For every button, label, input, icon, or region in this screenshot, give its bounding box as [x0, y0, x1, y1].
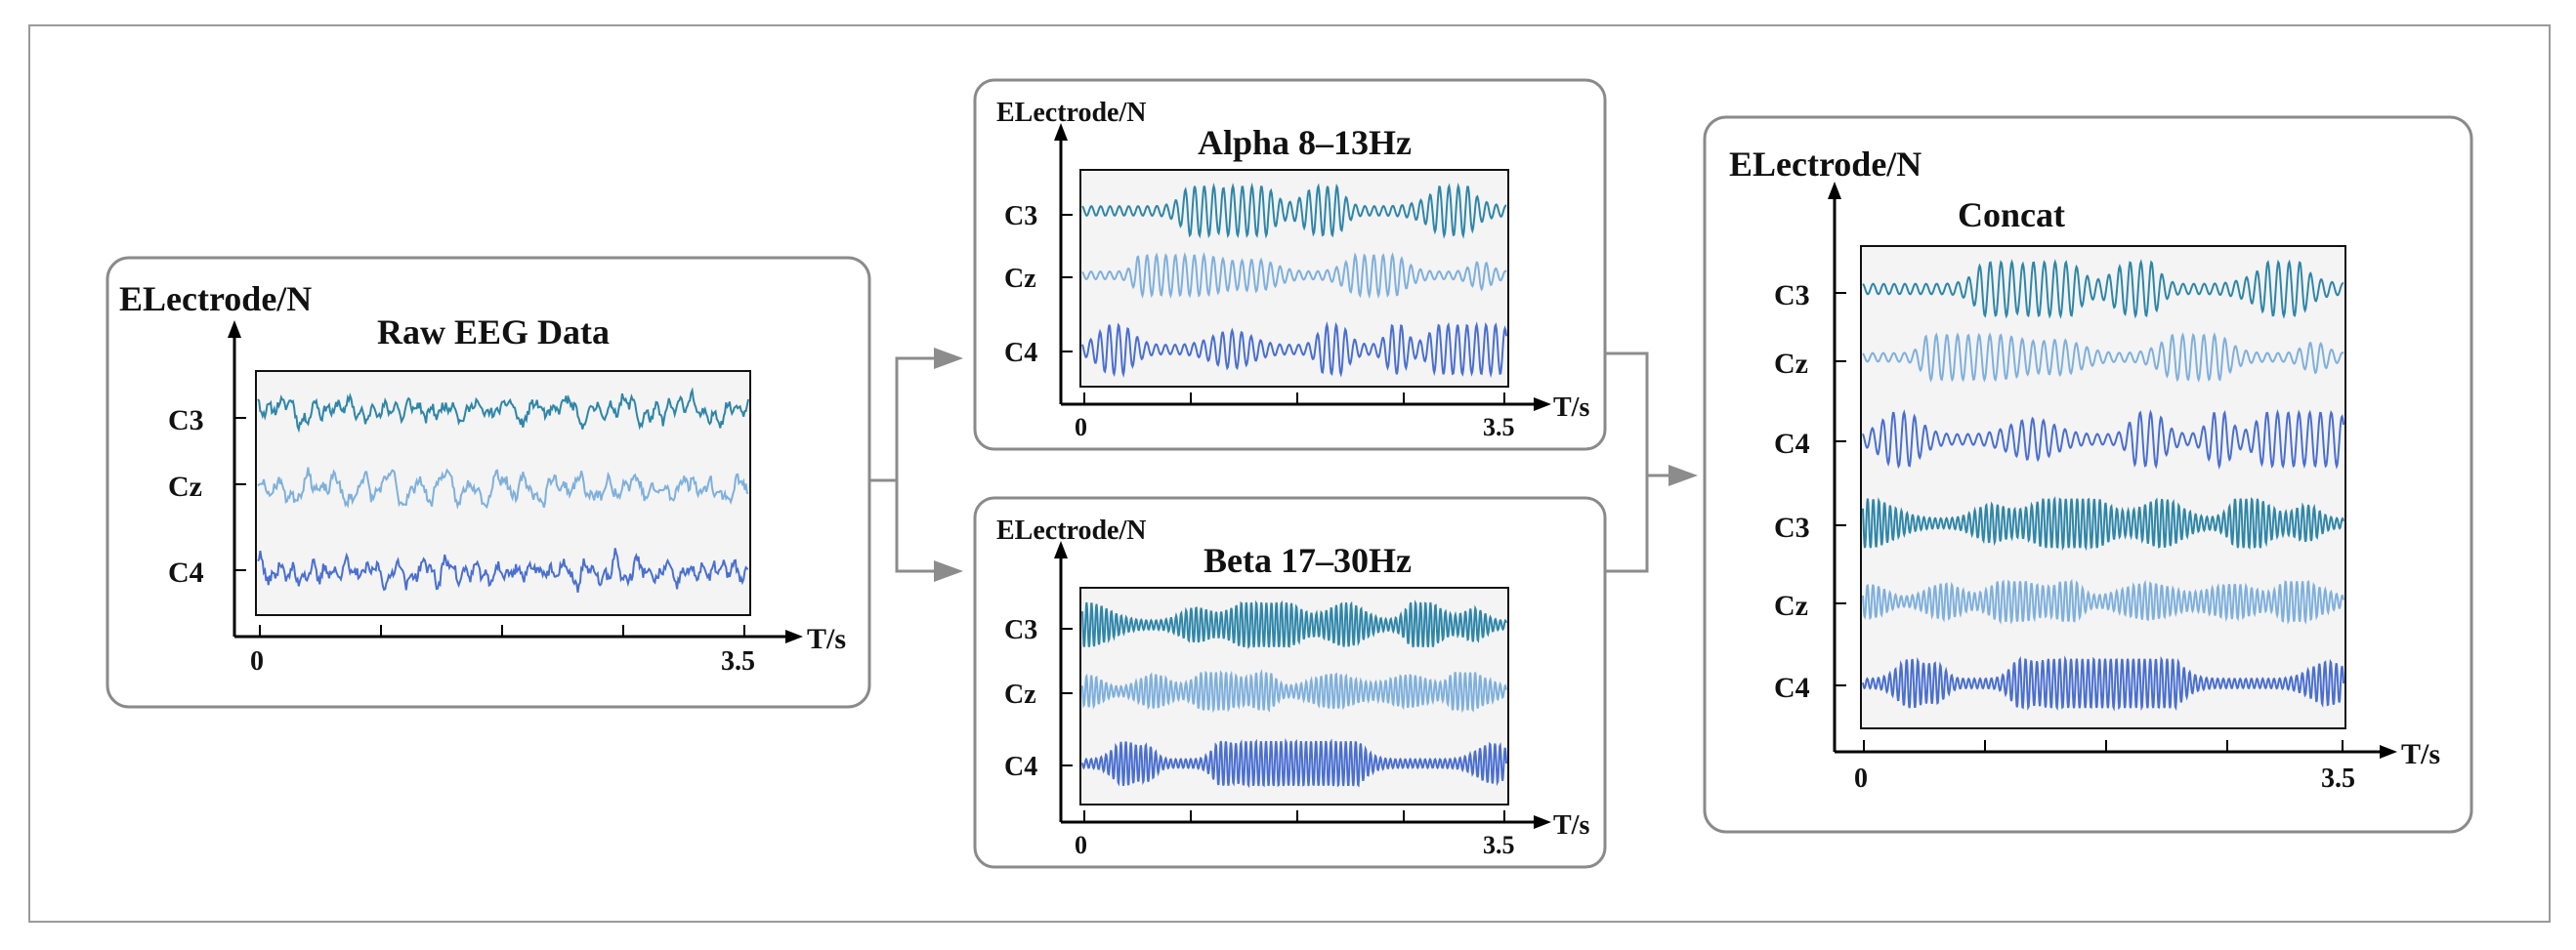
panel-concat-y-arrowhead [1828, 182, 1841, 199]
panel-concat-plot-area [1860, 245, 2346, 729]
panel-beta-title: Beta 17–30Hz [1204, 541, 1412, 580]
panel-alpha-title: Alpha 8–13Hz [1198, 123, 1412, 162]
wave-beta-c4 [1081, 737, 1507, 789]
panel-beta-y-ticks [1061, 628, 1073, 766]
panel-alpha-x-arrowhead [1534, 397, 1551, 411]
panel-concat-channel-label: C4 [1774, 672, 1810, 704]
panel-raw-channel-label: C4 [168, 557, 204, 589]
panel-beta-x-axis-label: T/s [1553, 810, 1589, 841]
merge-connector [1605, 351, 1670, 573]
split-connector [869, 356, 936, 573]
panel-raw-waves [257, 387, 749, 594]
panel-beta-x-ticks [1083, 810, 1505, 822]
panel-concat-x-ticks [1863, 740, 2344, 752]
wave-concat-beta-c4 [1862, 655, 2344, 712]
panel-concat-x-tick-label: 0 [1854, 764, 1868, 794]
panel-alpha-x-tick-label: 3.5 [1483, 413, 1515, 441]
wave-concat-alpha-cz [1862, 332, 2344, 383]
panel-raw-x-tick-label: 0 [250, 646, 264, 677]
wave-concat-alpha-c4 [1862, 409, 2344, 470]
panel-raw-channel-label: C3 [168, 404, 204, 436]
panel-concat-channel-label: C3 [1774, 279, 1810, 311]
wave-raw-c4 [257, 548, 749, 594]
panel-beta-y-arrowhead [1054, 541, 1068, 558]
panel-beta-channel-label: C4 [1004, 752, 1037, 782]
wave-concat-alpha-c3 [1862, 259, 2344, 319]
panel-beta-channel-label: Cz [1004, 680, 1036, 710]
panel-concat-y-ticks [1835, 292, 1846, 686]
wave-alpha-c3 [1081, 182, 1507, 239]
panel-concat: ELectrode/N Concat C3 Cz C4 C3 Cz C4 0 3… [1703, 115, 2473, 834]
wave-concat-beta-c3 [1862, 496, 2344, 552]
panel-alpha-channel-label: C3 [1004, 201, 1037, 231]
arrow-to-concat-icon [1668, 465, 1698, 486]
panel-beta-x-tick-label: 3.5 [1483, 831, 1515, 859]
panel-raw-channel-label: Cz [168, 471, 202, 503]
panel-concat-x-tick-label: 3.5 [2321, 764, 2355, 794]
panel-raw-y-ticks [234, 417, 246, 571]
arrow-to-alpha-icon [934, 348, 963, 369]
panel-raw-y-arrowhead [228, 320, 241, 338]
panel-raw: ELectrode/N Raw EEG Data C3 Cz C4 0 3.5 … [106, 256, 871, 709]
panel-alpha-x-axis-label: T/s [1553, 392, 1589, 423]
panel-concat-y-axis-label: ELectrode/N [1729, 145, 1921, 184]
panel-alpha-channel-label: C4 [1004, 338, 1037, 368]
panel-alpha: ELectrode/N Alpha 8–13Hz C3 Cz C4 0 3.5 … [973, 78, 1607, 451]
panel-concat-channel-label: Cz [1774, 590, 1808, 622]
panel-alpha-y-ticks [1061, 214, 1073, 352]
arrow-to-beta-icon [934, 560, 963, 582]
panel-concat-channel-label: C4 [1774, 428, 1810, 460]
connectors [869, 351, 1670, 573]
panel-concat-x-axis-label: T/s [2401, 738, 2440, 770]
wave-raw-cz [257, 467, 749, 511]
wave-beta-cz [1081, 668, 1507, 714]
panel-concat-x-arrowhead [2380, 745, 2397, 759]
panel-concat-channel-label: Cz [1774, 348, 1808, 380]
panel-alpha-channel-label: Cz [1004, 264, 1036, 294]
arrowheads [934, 348, 1698, 582]
wave-alpha-cz [1081, 251, 1507, 300]
panel-alpha-y-axis-label: ELectrode/N [996, 98, 1146, 128]
panel-beta-channel-label: C3 [1004, 615, 1037, 645]
wave-raw-c3 [257, 387, 749, 434]
wave-beta-c3 [1081, 599, 1507, 649]
panel-beta-x-arrowhead [1534, 815, 1551, 829]
panel-beta: ELectrode/N Beta 17–30Hz C3 Cz C4 0 3.5 … [973, 496, 1607, 869]
panel-alpha-waves [1081, 182, 1507, 379]
panel-beta-y-axis-label: ELectrode/N [996, 516, 1146, 546]
panel-raw-x-ticks [259, 625, 745, 637]
panel-raw-x-axis-label: T/s [807, 623, 846, 655]
panel-alpha-x-ticks [1083, 392, 1505, 404]
panel-concat-title: Concat [1958, 195, 2065, 234]
panel-raw-title: Raw EEG Data [377, 312, 610, 351]
panel-concat-waves [1862, 259, 2344, 712]
panel-raw-x-tick-label: 3.5 [721, 646, 755, 677]
wave-concat-beta-cz [1862, 578, 2344, 625]
panel-beta-x-tick-label: 0 [1075, 831, 1087, 859]
panel-raw-y-axis-label: ELectrode/N [119, 279, 312, 318]
panel-beta-waves [1081, 599, 1507, 789]
wave-alpha-c4 [1081, 320, 1507, 379]
panel-concat-channel-label: C3 [1774, 512, 1810, 544]
panel-raw-x-arrowhead [785, 630, 803, 643]
panel-alpha-y-arrowhead [1054, 123, 1068, 141]
panel-alpha-x-tick-label: 0 [1075, 413, 1087, 441]
